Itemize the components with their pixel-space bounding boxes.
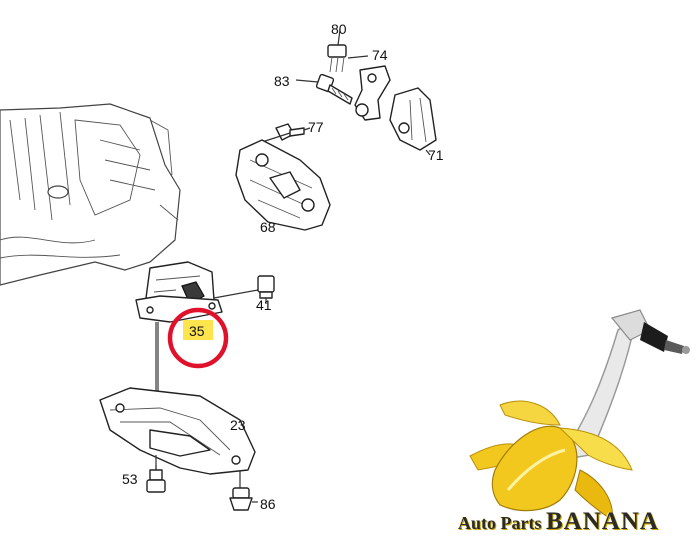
bolt-53 bbox=[146, 465, 166, 493]
bracket-68 bbox=[235, 139, 331, 231]
callout-circle bbox=[167, 307, 229, 369]
part-label-53: 53 bbox=[122, 471, 138, 487]
control-arm-graphic bbox=[558, 309, 690, 462]
part-label-80: 80 bbox=[331, 21, 347, 37]
banana-logo bbox=[469, 400, 633, 521]
part-label-41: 41 bbox=[256, 297, 272, 313]
brand-text-auto-parts: Auto Parts bbox=[458, 513, 546, 533]
engine-mount-35 bbox=[135, 261, 259, 323]
brand-watermark: Auto Parts BANANA bbox=[458, 508, 698, 536]
transmission-housing bbox=[0, 103, 181, 286]
bolt-86 bbox=[229, 487, 258, 511]
upper-bracket-assembly bbox=[295, 29, 437, 156]
crossmember-23 bbox=[99, 387, 256, 490]
part-label-86: 86 bbox=[260, 496, 276, 512]
brand-text-banana: BANANA bbox=[546, 508, 659, 535]
part-label-77: 77 bbox=[308, 119, 324, 135]
highlight-marker bbox=[183, 320, 213, 340]
part-label-68: 68 bbox=[260, 219, 276, 235]
part-label-23: 23 bbox=[230, 417, 246, 433]
part-label-35: 35 bbox=[189, 323, 205, 339]
bolt-77 bbox=[261, 123, 311, 143]
part-label-71: 71 bbox=[428, 147, 444, 163]
part-label-74: 74 bbox=[372, 47, 388, 63]
bolt-41 bbox=[257, 275, 275, 304]
part-label-83: 83 bbox=[274, 73, 290, 89]
